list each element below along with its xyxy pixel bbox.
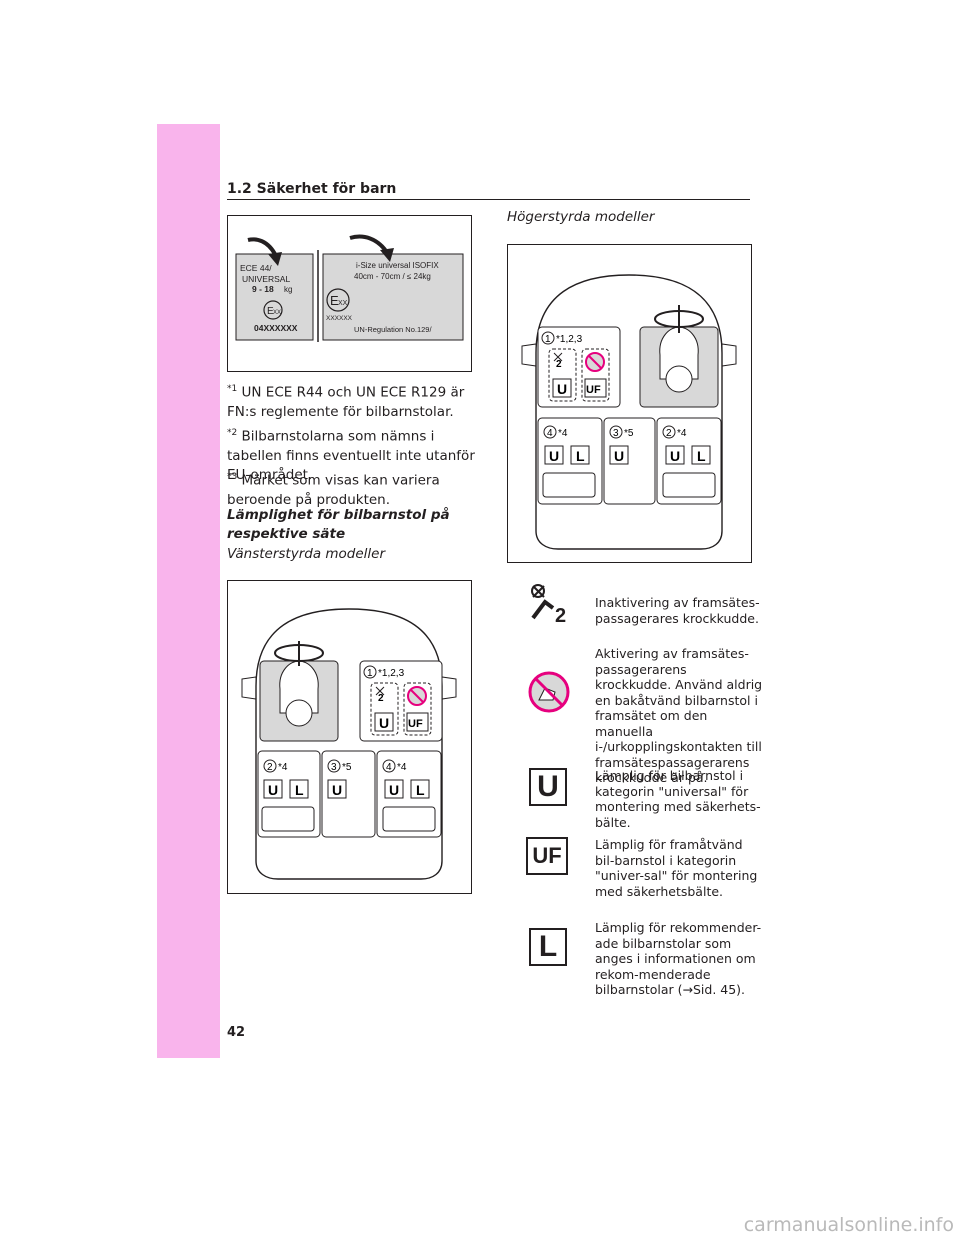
legend-icon-u: U [529, 768, 567, 806]
footnote-2: *2 Bilbarnstolarna som nämns i tabellen … [227, 428, 475, 483]
lhd-seat1-note: *1,2,3 [378, 668, 405, 679]
isofix-line1: i-Size universal ISOFIX [356, 261, 439, 270]
isofix-line2: 40cm - 70cm / ≤ 24kg [354, 272, 431, 281]
margin-tab [157, 124, 220, 1058]
legend-icon-airbag-on-warning [527, 670, 571, 718]
lhd-seat2-num: 2 [267, 762, 273, 773]
lhd-seat4-l: L [416, 782, 425, 798]
rhd-seat1-u: U [557, 381, 567, 397]
rhd-seat4-u: U [549, 448, 559, 464]
legend-text-airbag-off: Inaktivering av framsätes-passagerares k… [595, 595, 760, 626]
lhd-seat3-note: *5 [342, 762, 352, 773]
page-number: 42 [227, 1025, 246, 1040]
lhd-seat4-u: U [389, 782, 399, 798]
legend-uf-label: UF [532, 843, 562, 868]
legend-icon-l: L [529, 928, 567, 966]
ece-mark: E [267, 306, 274, 317]
watermark: carmanualsonline.info [743, 1214, 954, 1236]
rhd-caption: Högerstyrda modeller [507, 209, 655, 225]
lhd-seat1-num: 1 [367, 668, 373, 679]
isofix-mark-sub: XX [338, 300, 348, 307]
lhd-seat2-l: L [295, 782, 304, 798]
rhd-seat1-uf: UF [586, 384, 601, 396]
ece-unit: kg [284, 285, 292, 294]
ece-line1: ECE 44/ [240, 263, 272, 273]
rhd-seat2-num: 2 [666, 428, 672, 439]
rhd-seat1-note: *1,2,3 [556, 334, 583, 345]
lhd-seat2-note: *4 [278, 762, 288, 773]
rhd-seat3-note: *5 [624, 428, 634, 439]
lhd-seat1-uf: UF [408, 718, 423, 730]
rhd-seat2-note: *4 [677, 428, 687, 439]
rhd-seat2-l: L [697, 448, 706, 464]
rhd-seat3-u: U [614, 448, 624, 464]
rhd-seat1-two: 2 [556, 359, 562, 370]
rhd-seat4-note: *4 [558, 428, 568, 439]
legend-icon-uf: UF [526, 837, 568, 875]
legend-text-airbag-on-warning: Aktivering av framsätes-passagerarens kr… [595, 646, 763, 785]
lhd-seat2-u: U [268, 782, 278, 798]
legend-icon-airbag-off: 2 [527, 580, 571, 628]
lhd-caption: Vänsterstyrda modeller [227, 546, 386, 562]
rhd-seat3-num: 3 [613, 428, 619, 439]
rhd-seat-diagram: 1 *1,2,3 2 U UF 4 *4 U L 3 *5 U [507, 244, 752, 563]
lhd-seat4-note: *4 [397, 762, 407, 773]
rhd-seat2-u: U [670, 448, 680, 464]
footnote-1: *1 UN ECE R44 och UN ECE R129 är FN:s re… [227, 384, 465, 420]
regulation-text: UN-Regulation No.129/ [354, 325, 432, 334]
section-title: 1.2 Säkerhet för barn [227, 179, 750, 200]
lhd-seat3-u: U [332, 782, 342, 798]
legend-l-label: L [538, 930, 558, 963]
ece-code: 04XXXXXX [254, 323, 298, 333]
legend-text-l: Lämplig för rekommender-ade bilbarnstola… [595, 920, 762, 997]
rhd-seat4-num: 4 [547, 428, 553, 439]
isofix-code: XXXXXX [326, 315, 353, 322]
ece-mark-sub: XX [273, 310, 281, 316]
lhd-seat4-num: 4 [386, 762, 392, 773]
suitability-heading: Lämplighet för bilbarnstol på respektive… [227, 507, 450, 542]
rhd-seat1-num: 1 [545, 334, 551, 345]
isofix-mark: E [330, 293, 339, 308]
lhd-seat1-u: U [379, 715, 389, 731]
rhd-seat4-l: L [576, 448, 585, 464]
legend-text-u: Lämplig för bilbarnstol i kategorin "uni… [595, 768, 761, 830]
lhd-seat-diagram: 1 *1,2,3 2 U UF 2 *4 U L 3 *5 U 4 *4 U L [227, 580, 472, 894]
legend-u-label: U [537, 770, 559, 803]
ece-line2: UNIVERSAL [242, 274, 290, 284]
legend-two-label: 2 [555, 605, 566, 624]
lhd-seat1-two: 2 [378, 693, 384, 704]
legend-text-uf: Lämplig för framåtvänd bil-barnstol i ka… [595, 837, 758, 899]
label-figure: ECE 44/ UNIVERSAL 9 - 18 kg E XX 04XXXXX… [227, 215, 472, 372]
lhd-seat3-num: 3 [331, 762, 337, 773]
footnote-3: *3 Märket som visas kan variera beroende… [227, 472, 440, 508]
ece-weight: 9 - 18 [252, 284, 274, 294]
